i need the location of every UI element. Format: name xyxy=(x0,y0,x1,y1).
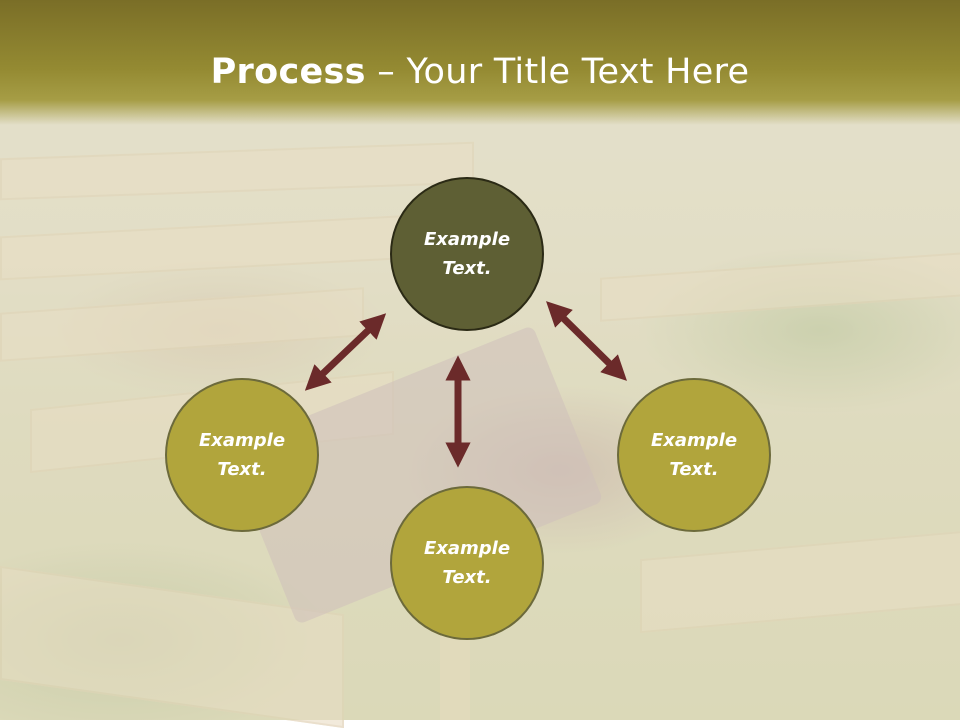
slide-title: Process – Your Title Text Here xyxy=(0,52,960,92)
double-arrow-icon xyxy=(546,301,627,381)
title-bold-part: Process xyxy=(210,52,366,92)
node-label: Example Text. xyxy=(198,430,286,480)
node-label: Example Text. xyxy=(650,430,738,480)
process-node-center: Example Text. xyxy=(390,177,544,331)
double-arrow-icon xyxy=(304,313,387,391)
process-node-bottom: Example Text. xyxy=(390,486,544,640)
node-label: Example Text. xyxy=(423,538,511,588)
header-band xyxy=(0,0,960,125)
process-node-right: Example Text. xyxy=(617,378,771,532)
process-node-left: Example Text. xyxy=(165,378,319,532)
title-rest-part: – Your Title Text Here xyxy=(365,52,750,92)
node-label: Example Text. xyxy=(423,229,511,279)
